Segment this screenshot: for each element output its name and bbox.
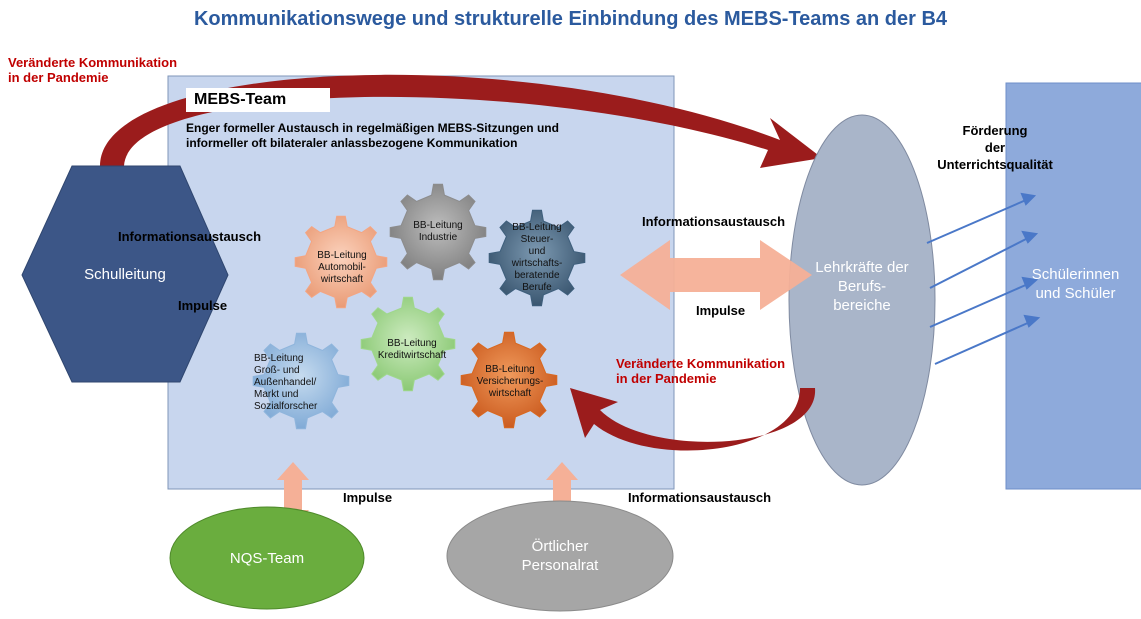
red-label-bottom-line1: Veränderte Kommunikation	[616, 356, 786, 371]
lehrkraefte-ellipse	[788, 114, 936, 486]
schulleitung-label: Schulleitung	[84, 266, 166, 283]
schueler-label: Schülerinnen und Schüler	[1010, 265, 1141, 303]
gear-gross	[252, 332, 350, 430]
lehrkraefte-line3: bereiche	[833, 297, 891, 314]
personalrat-line2: Personalrat	[521, 557, 599, 574]
red-label-bottom-line2: in der Pandemie	[616, 371, 717, 386]
mebs-desc-line1: Enger formeller Austausch in regelmäßige…	[186, 121, 559, 135]
gear-kredit-line: Kreditwirtschaft	[377, 350, 447, 361]
gear-label-gross: BB-Leitung Groß- und Außenhandel/ Markt …	[254, 353, 354, 413]
gear-label-automobil: BB-Leitung Automobil- wirtschaft	[302, 250, 382, 286]
gear-automobil-line: wirtschaft	[320, 274, 364, 285]
red-label-bottom: Veränderte Kommunikation in der Pandemie	[616, 356, 785, 386]
diagram-title: Kommunikationswege und strukturelle Einb…	[193, 8, 948, 30]
gear-automobil-line: BB-Leitung	[317, 250, 367, 261]
gear-gross-line: Außenhandel/	[254, 377, 317, 388]
gear-gross-line: Markt und	[254, 389, 299, 400]
schueler-line1: Schülerinnen	[1031, 266, 1120, 283]
mebs-team-description: Enger formeller Austausch in regelmäßige…	[186, 121, 559, 151]
gear-kredit-line: BB-Leitung	[387, 338, 437, 349]
gear-automobil	[294, 215, 388, 309]
gear-versicherung-line: Versicherungs-	[476, 376, 544, 387]
gear-automobil-line: Automobil-	[318, 262, 366, 273]
gear-steuer-line: Berufe	[522, 282, 552, 293]
gear-versicherung-line: BB-Leitung	[485, 364, 535, 375]
schueler-line2: und Schüler	[1035, 285, 1116, 302]
gear-versicherung-line: wirtschaft	[488, 388, 532, 399]
lehrkraefte-line2: Berufs-	[837, 278, 887, 295]
label-impulse-right: Impulse	[696, 303, 746, 318]
nqs-label: NQS-Team	[229, 550, 305, 567]
label-foerderung: Förderung der Unterrichtsqualität	[930, 122, 1060, 173]
nqs-ellipse	[169, 506, 365, 610]
red-label-top-line1: Veränderte Kommunikation	[8, 55, 178, 70]
gear-label-kredit: BB-Leitung Kreditwirtschaft	[362, 338, 462, 362]
gear-industrie-line: Industrie	[418, 232, 458, 243]
foerderung-line2: der	[984, 140, 1006, 155]
label-impulse-bottom: Impulse	[343, 490, 393, 505]
gear-kredit	[360, 296, 456, 392]
label-impulse-left: Impulse	[178, 298, 228, 313]
gear-steuer-line: BB-Leitung	[512, 222, 562, 233]
gear-steuer-line: wirtschafts-	[511, 258, 563, 269]
schulleitung-hexagon	[21, 165, 229, 383]
gear-steuer	[488, 209, 586, 307]
label-info-left: Informationsaustausch	[118, 229, 262, 244]
foerderung-line1: Förderung	[962, 123, 1028, 138]
label-info-bottom: Informationsaustausch	[628, 490, 772, 505]
gear-label-steuer: BB-Leitung Steuer- und wirtschafts- bera…	[497, 222, 577, 294]
double-arrow-info-right	[620, 240, 812, 310]
gear-label-industrie: BB-Leitung Industrie	[398, 220, 478, 244]
red-label-top: Veränderte Kommunikation in der Pandemie	[8, 55, 177, 85]
gear-steuer-line: beratende	[514, 270, 560, 281]
red-label-top-line2: in der Pandemie	[8, 70, 109, 85]
gear-versicherung	[460, 331, 558, 429]
gear-gross-line: Sozialforscher	[254, 401, 318, 412]
gear-industrie	[389, 183, 487, 281]
lehrkraefte-line1: Lehrkräfte der	[815, 259, 909, 276]
gear-steuer-line: Steuer-	[520, 234, 554, 245]
lehrkraefte-label: Lehrkräfte der Berufs- bereiche	[800, 258, 924, 315]
gear-industrie-line: BB-Leitung	[413, 220, 463, 231]
gear-gross-line: Groß- und	[254, 365, 300, 376]
mebs-team-title: MEBS-Team	[186, 88, 330, 112]
personalrat-line1: Örtlicher	[531, 538, 589, 555]
personalrat-label: Örtlicher Personalrat	[447, 537, 673, 575]
personalrat-ellipse	[446, 500, 674, 612]
gears-group	[252, 183, 586, 430]
foerderung-line3: Unterrichtsqualität	[937, 157, 1053, 172]
mebs-desc-line2: informeller oft bilateraler anlassbezoge…	[186, 136, 518, 150]
label-info-right: Informationsaustausch	[642, 214, 786, 229]
blue-arrows	[926, 192, 1041, 365]
gear-label-versicherung: BB-Leitung Versicherungs- wirtschaft	[465, 364, 555, 400]
curved-arrow-bottom	[570, 388, 816, 451]
gear-gross-line: BB-Leitung	[254, 353, 304, 364]
gear-steuer-line: und	[528, 246, 546, 257]
